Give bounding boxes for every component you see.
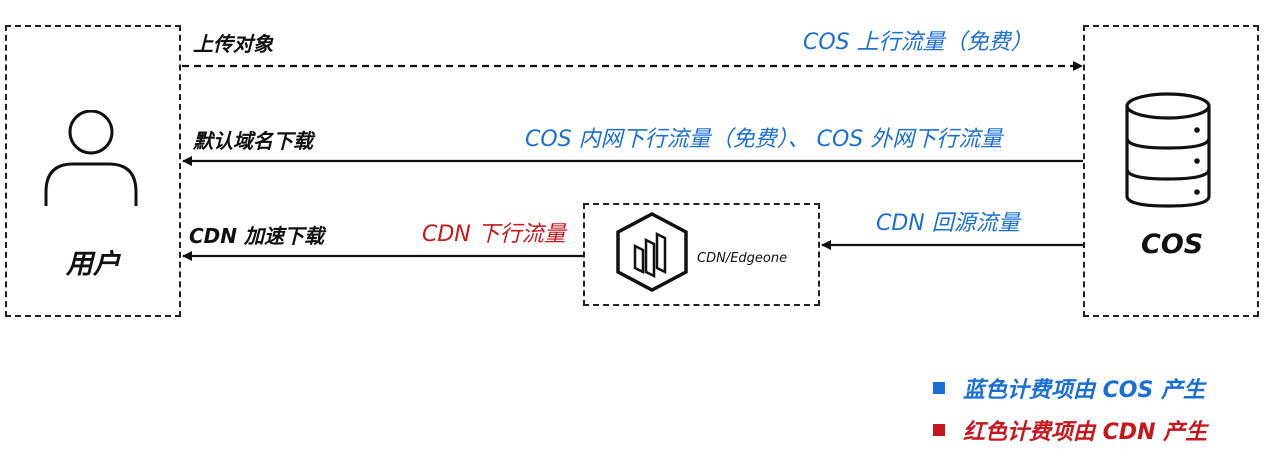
- upload-label: 上传对象: [193, 32, 273, 56]
- user-box: [5, 25, 181, 317]
- legend-blue-text: 蓝色计费项由 COS 产生: [963, 378, 1206, 403]
- cdn-download-fee-label: CDN 下行流量: [422, 222, 566, 247]
- cdn-label: CDN/Edgeone: [697, 251, 788, 266]
- cos-label: COS: [1141, 229, 1204, 260]
- user-label: 用户: [66, 249, 120, 280]
- legend-item-blue: 蓝色计费项由 COS 产生: [933, 372, 1205, 404]
- origin-fetch-fee-label: CDN 回源流量: [876, 211, 1020, 236]
- cos-box: [1083, 25, 1259, 317]
- legend-item-red: 红色计费项由 CDN 产生: [933, 414, 1207, 446]
- default-download-label: 默认域名下载: [193, 129, 313, 153]
- blue-swatch: [933, 382, 945, 394]
- cdn-box: [583, 203, 820, 306]
- default-download-fee-label: COS 内网下行流量（免费）、 COS 外网下行流量: [525, 127, 1003, 152]
- upload-fee-label: COS 上行流量（免费）: [803, 30, 1033, 55]
- cdn-download-label: CDN 加速下载: [189, 224, 324, 248]
- legend-red-text: 红色计费项由 CDN 产生: [963, 420, 1208, 445]
- database-icon: [1125, 92, 1211, 208]
- cdn-logo-icon: [616, 212, 688, 292]
- user-icon: [44, 110, 138, 206]
- red-swatch: [933, 424, 945, 436]
